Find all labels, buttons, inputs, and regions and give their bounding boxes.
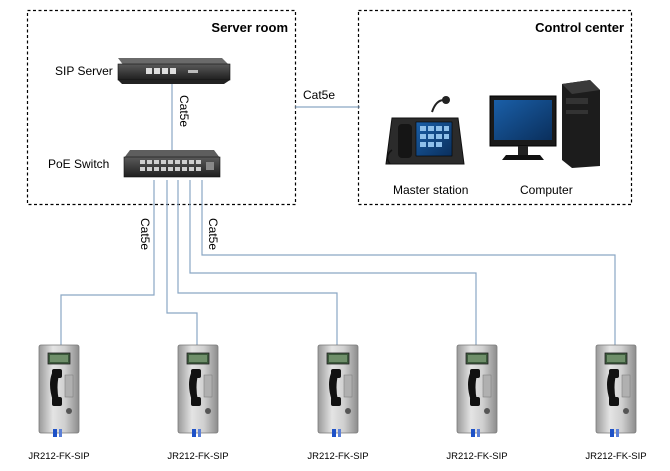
cable-phone-2: [166, 180, 198, 345]
master-station-label: Master station: [393, 183, 468, 197]
cable-label-phones-right: Cat5e: [206, 218, 220, 250]
cable-label-phones-left: Cat5e: [138, 218, 152, 250]
phone-3: JR212-FK-SIP: [307, 344, 369, 462]
phone-4-icon: [456, 344, 498, 438]
phone-3-label: JR212-FK-SIP: [307, 451, 368, 462]
phone-3-icon: [317, 344, 359, 438]
server-room-title: Server room: [211, 20, 288, 35]
control-center-title: Control center: [535, 20, 624, 35]
master-station-icon: [385, 96, 465, 165]
phone-4-label: JR212-FK-SIP: [446, 451, 507, 462]
phone-5-label: JR212-FK-SIP: [585, 451, 646, 462]
phone-1: JR212-FK-SIP: [28, 344, 90, 462]
phone-5-icon: [595, 344, 637, 438]
phone-1-icon: [38, 344, 80, 438]
cable-phone-3: [177, 180, 338, 345]
poe-switch-label: PoE Switch: [48, 157, 109, 171]
phone-2: JR212-FK-SIP: [167, 344, 229, 462]
computer-icon: [489, 80, 600, 168]
cable-phone-1: [60, 180, 155, 345]
phone-5: JR212-FK-SIP: [585, 344, 647, 462]
computer-label: Computer: [520, 183, 573, 197]
cable-lines: [60, 84, 616, 345]
phone-2-label: JR212-FK-SIP: [167, 451, 228, 462]
cable-label-room-center: Cat5e: [303, 88, 335, 102]
cable-phone-4: [189, 180, 477, 345]
phone-4: JR212-FK-SIP: [446, 344, 508, 462]
phone-1-label: JR212-FK-SIP: [28, 451, 89, 462]
cable-phone-5: [201, 180, 616, 345]
phone-2-icon: [177, 344, 219, 438]
cable-label-server-switch: Cat5e: [177, 95, 191, 127]
sip-server-icon: [117, 58, 231, 84]
sip-server-label: SIP Server: [55, 64, 113, 78]
poe-switch-icon: [123, 150, 221, 178]
